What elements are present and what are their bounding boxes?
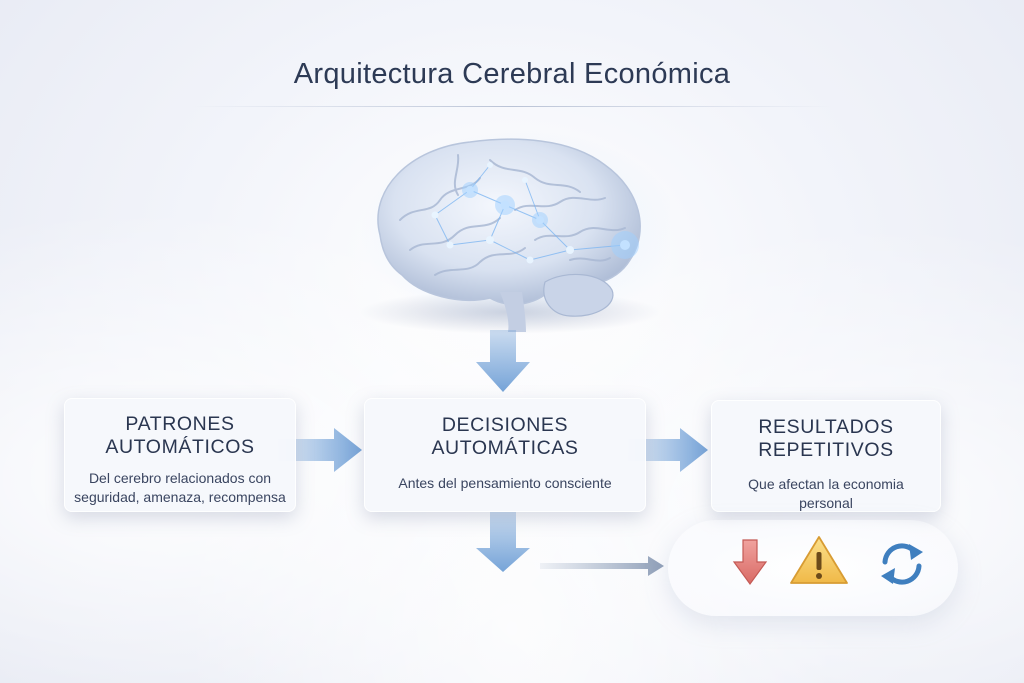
node-description-line: Que afectan la economia bbox=[748, 476, 904, 492]
node-heading-line: AUTOMÁTICAS bbox=[431, 437, 579, 459]
brain-icon bbox=[340, 120, 680, 340]
node-description-line: seguridad, amenaza, recompensa bbox=[74, 489, 286, 505]
node-description-line: personal bbox=[799, 495, 853, 511]
node-description-line: Del cerebro relacionados con bbox=[88, 470, 272, 486]
refresh-cycle-icon bbox=[875, 540, 929, 593]
node-heading-line: REPETITIVOS bbox=[758, 439, 894, 461]
node-heading-line: PATRONES bbox=[125, 413, 235, 435]
node-heading-line: DECISIONES bbox=[441, 414, 569, 436]
down-arrow-icon bbox=[732, 538, 768, 591]
node-heading-line: RESULTADOS bbox=[758, 416, 894, 438]
warning-icon bbox=[788, 534, 850, 591]
page-title: Arquitectura Cerebral Económica bbox=[293, 58, 731, 90]
node-description-line: Antes del pensamiento consciente bbox=[398, 475, 612, 491]
node-heading-line: AUTOMÁTICOS bbox=[105, 436, 255, 458]
title-divider bbox=[190, 106, 834, 107]
